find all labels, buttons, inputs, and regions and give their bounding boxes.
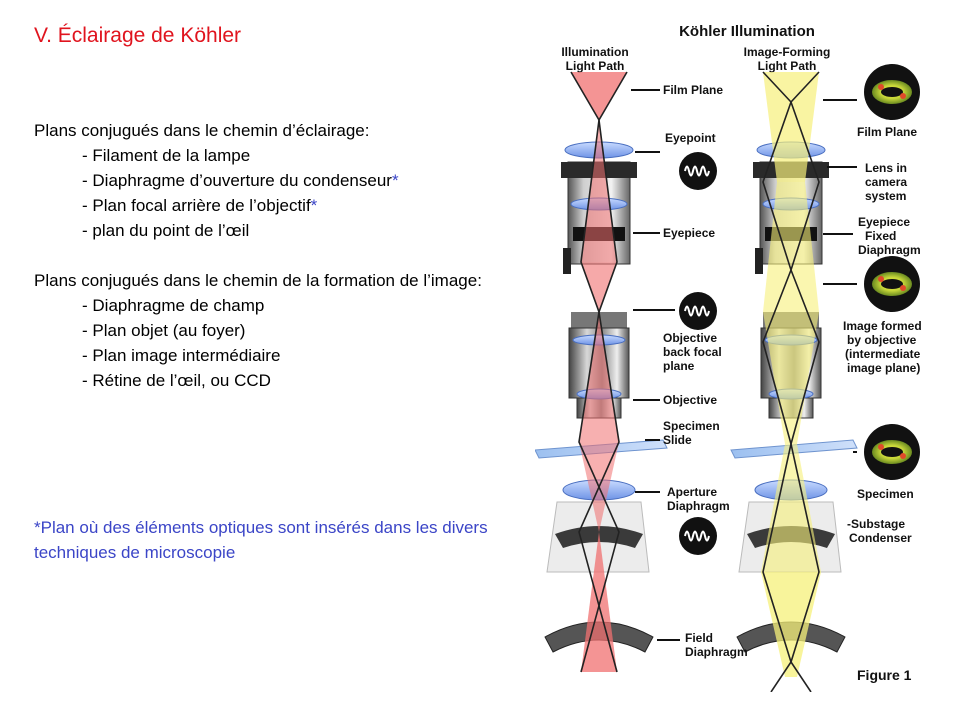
illumination-beam-4 [579,312,619,442]
label-image-formed-4: image plane) [847,361,920,375]
asterisk-mark: * [310,196,318,215]
image-beam-3 [763,312,819,444]
footnote: *Plan où des éléments optiques sont insé… [34,518,488,562]
list-item: - Plan image intermédiaire [82,346,281,365]
label-eyepoint: Eyepoint [665,131,716,145]
image-beam-5 [761,572,821,677]
illumination-header-line1: Illumination [561,45,628,59]
list-item: - Plan focal arrière de l’objectif* [82,193,504,218]
label-lens-camera-3: system [865,189,906,203]
image-beam-1 [763,72,819,182]
image-planes-list: - Diaphragme de champ - Plan objet (au f… [34,293,504,393]
label-specimen-slide-2: Slide [663,433,692,447]
label-eyepiece: Eyepiece [663,226,715,240]
specimen-image-icon [864,424,920,480]
label-image-formed-3: (intermediate [845,347,921,361]
image-forming-header-line2: Light Path [758,59,817,73]
image-beam-4 [761,444,821,572]
filament-coil [684,305,710,317]
label-lens-camera-2: camera [865,175,907,189]
film-plane-image-icon [864,64,920,120]
image-forming-column [730,71,858,693]
label-objective: Objective [663,393,717,407]
label-film-plane-right: Film Plane [857,125,917,139]
kohler-figure: Köhler Illumination Illumination Light P… [534,12,950,693]
list-item: - plan du point de l’œil [82,218,504,243]
filament-coil [684,165,710,177]
center-labels: Film Plane Eyepoint Eyepiece Objective b… [631,83,748,659]
label-field-2: Diaphragm [685,645,748,659]
list-item: - Rétine de l’œil, ou CCD [82,371,271,390]
image-ray-b [762,71,820,693]
label-image-formed-1: Image formed [843,319,922,333]
list-item-text: - Plan focal arrière de l’objectif [82,196,311,215]
label-specimen: Specimen [857,487,914,501]
image-ray-a [762,71,820,693]
label-substage-2: Condenser [849,531,912,545]
kohler-diagram: Köhler Illumination Illumination Light P… [534,23,922,693]
illumination-header-line2: Light Path [566,59,625,73]
slide-title: V. Éclairage de Köhler [34,24,242,47]
asterisk-mark: * [391,171,399,190]
conjugate-planes-notes: Plans conjugués dans le chemin d’éclaira… [34,118,504,393]
list-item: - Diaphragme de champ [82,296,265,315]
marginal-ray-left-b [578,71,628,673]
label-objective-bfp-2: back focal [663,345,722,359]
list-item: - Filament de la lampe [82,143,504,168]
illumination-beam-3 [581,262,617,312]
label-field-1: Field [685,631,713,645]
list-item-text: - Filament de la lampe [82,146,251,165]
figure-caption: Figure 1 [857,667,912,683]
label-aperture-1: Aperture [667,485,717,499]
image-forming-header-line1: Image-Forming [744,45,831,59]
illumination-beam-1 [571,72,627,120]
label-image-formed-2: by objective [847,333,917,347]
label-film-plane-center: Film Plane [663,83,723,97]
right-labels: Film Plane Lens in camera system Eyepiec… [823,64,922,683]
illumination-planes-list: - Filament de la lampe - Diaphragme d’ou… [34,143,504,243]
list-item: - Diaphragme d’ouverture du condenseur* [82,168,504,193]
label-objective-bfp-3: plane [663,359,695,373]
label-eyepiece-diaphragm-1: Eyepiece [858,215,910,229]
list-item-text: - Diaphragme d’ouverture du condenseur [82,171,392,190]
label-eyepiece-diaphragm-2: Fixed [865,229,896,243]
label-eyepiece-diaphragm-3: Diaphragm [858,243,921,257]
label-substage-1: -Substage [847,517,905,531]
label-lens-camera-1: Lens in [865,161,907,175]
label-objective-bfp-1: Objective [663,331,717,345]
image-beam-2 [763,182,819,312]
filament-coil [684,530,710,542]
label-specimen-slide-1: Specimen [663,419,720,433]
eyepiece-knob-left [563,248,571,274]
illumination-path-heading: Plans conjugués dans le chemin d’éclaira… [34,121,370,140]
figure-title: Köhler Illumination [679,23,815,40]
illumination-column [534,71,668,673]
intermediate-image-icon [864,256,920,312]
label-aperture-2: Diaphragm [667,499,730,513]
eyepiece-knob-right [755,248,763,274]
list-item-text: - plan du point de l’œil [82,221,250,240]
list-item: - Plan objet (au foyer) [82,321,246,340]
image-path-heading: Plans conjugués dans le chemin de la for… [34,271,482,290]
illumination-beam-2 [581,120,617,262]
